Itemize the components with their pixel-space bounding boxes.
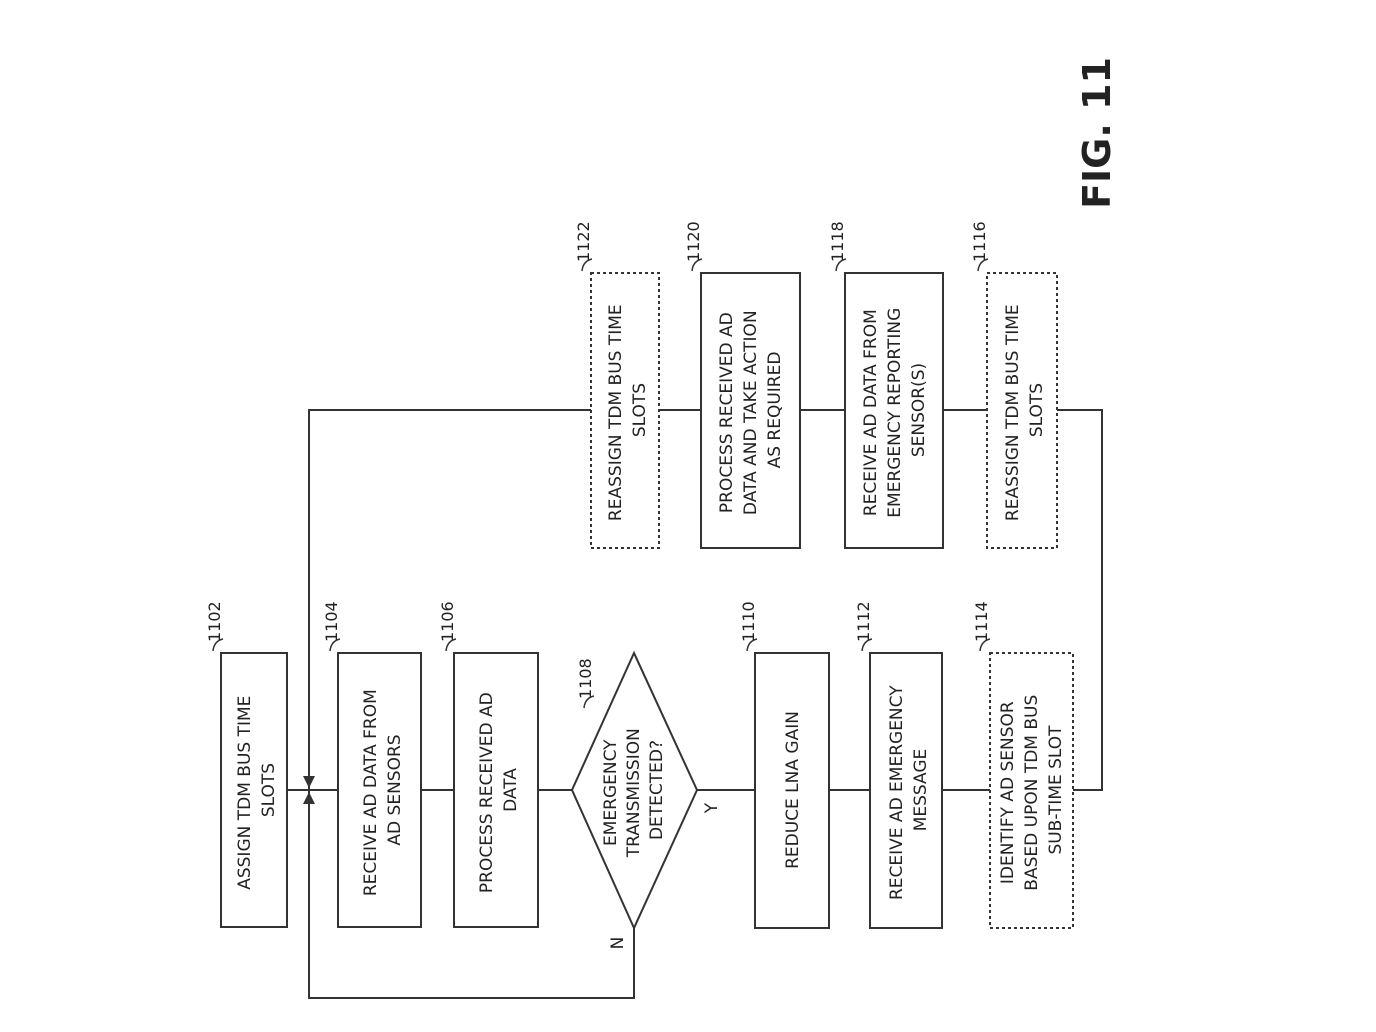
ref-1116: 1116 [970, 221, 989, 262]
step-label-1112: RECEIVE AD EMERGENCY MESSAGE [887, 680, 931, 900]
step-box-1116 [986, 272, 1058, 549]
ref-leader-1106 [445, 638, 457, 652]
connector-1114-1116 [1057, 409, 1103, 791]
merge-arrowhead-top [303, 776, 315, 788]
ref-leader-1110 [746, 638, 758, 652]
connector-1122-loopback [308, 409, 591, 790]
ref-leader-1116 [977, 258, 989, 272]
ref-leader-1120 [691, 258, 703, 272]
ref-leader-1122 [581, 258, 593, 272]
step-box-1114 [989, 652, 1074, 929]
branch-label-no: N [608, 937, 628, 950]
ref-leader-1118 [835, 258, 847, 272]
connector-1108-no-loop [308, 790, 635, 999]
step-box-1106 [453, 652, 539, 928]
step-box-1112 [869, 652, 943, 929]
ref-1122: 1122 [574, 221, 593, 262]
ref-1110: 1110 [739, 601, 758, 642]
step-box-1120 [700, 272, 801, 549]
ref-leader-1104 [329, 638, 341, 652]
ref-leader-1108 [583, 695, 595, 709]
branch-label-yes: Y [702, 802, 722, 814]
step-label-1110: REDUCE LNA GAIN [783, 711, 803, 869]
step-box-1110 [754, 652, 830, 929]
step-label-1104: RECEIVE AD DATA FROM AD SENSORS [361, 684, 405, 896]
step-box-1104 [337, 652, 422, 928]
step-label-1102: ASSIGN TDM BUS TIME SLOTS [235, 690, 279, 890]
ref-1106: 1106 [438, 601, 457, 642]
step-label-1116: REASSIGN TDM BUS TIME SLOTS [1003, 299, 1047, 521]
step-label-1122: REASSIGN TDM BUS TIME SLOTS [606, 299, 650, 521]
merge-arrowhead-bottom [303, 792, 315, 804]
step-box-1122 [590, 272, 660, 549]
step-label-1106: PROCESS RECEIVED AD DATA [477, 687, 521, 893]
step-label-1120: PROCESS RECEIVED AD DATA AND TAKE ACTION… [717, 305, 785, 515]
ref-1108: 1108 [576, 658, 595, 699]
ref-1118: 1118 [828, 221, 847, 262]
ref-1114: 1114 [972, 601, 991, 642]
step-label-1114: IDENTIFY AD SENSOR BASED UPON TDM BUS SU… [998, 689, 1066, 890]
decision-diamond-1108 [570, 650, 699, 931]
decision-label-1108: EMERGENCY TRANSMISSION DETECTED? [601, 723, 667, 858]
ref-leader-1102 [212, 638, 224, 652]
step-box-1102 [220, 652, 288, 928]
ref-1112: 1112 [854, 601, 873, 642]
ref-1102: 1102 [205, 601, 224, 642]
ref-1104: 1104 [322, 601, 341, 642]
ref-leader-1112 [861, 638, 873, 652]
ref-leader-1114 [979, 638, 991, 652]
step-label-1118: RECEIVE AD DATA FROM EMERGENCY REPORTING… [861, 302, 929, 517]
ref-1120: 1120 [684, 221, 703, 262]
step-box-1118 [844, 272, 944, 549]
figure-title: FIG. 11 [1075, 57, 1119, 209]
